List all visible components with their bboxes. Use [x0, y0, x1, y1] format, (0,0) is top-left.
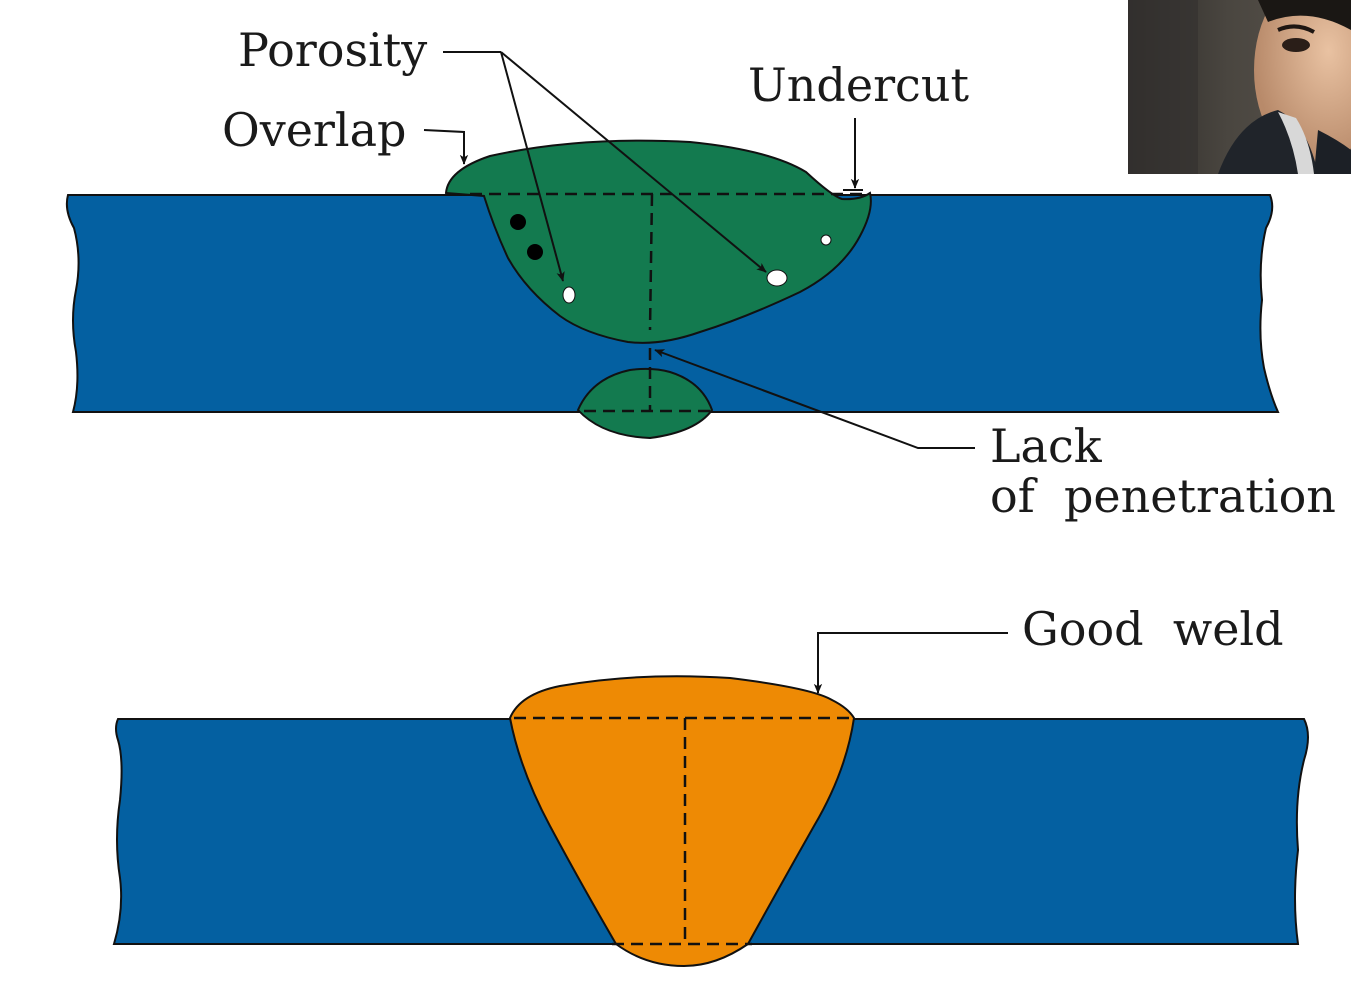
pores	[562, 234, 832, 304]
overlap-label: Overlap	[222, 103, 407, 157]
undercut-label: Undercut	[748, 58, 969, 112]
defective-weld-figure	[65, 51, 1280, 449]
top-weld-bead	[444, 139, 872, 344]
bottom-dashed-joint	[514, 716, 852, 946]
overlap-arrow	[423, 129, 469, 165]
top-leader-lines	[423, 51, 975, 449]
presenter-webcam	[1128, 0, 1351, 174]
porosity-arrow-left	[500, 51, 565, 282]
presenter-webcam-icon	[1128, 0, 1351, 174]
inclusions	[510, 214, 543, 260]
top-dashed-joint	[470, 192, 862, 413]
good-weld-figure	[112, 632, 1309, 968]
porosity-arrow-right	[500, 51, 767, 273]
top-root-bead	[576, 367, 714, 440]
lack-of-penetration-label-line1: Lack	[990, 419, 1102, 473]
good-weld-arrow	[813, 632, 1008, 694]
good-weld-label: Good weld	[1022, 602, 1284, 656]
porosity-label: Porosity	[238, 23, 428, 77]
bottom-weld-bead	[508, 675, 856, 968]
lack-of-penetration-label-line2: of penetration	[990, 469, 1336, 523]
lack-of-penetration-arrow	[654, 349, 975, 449]
